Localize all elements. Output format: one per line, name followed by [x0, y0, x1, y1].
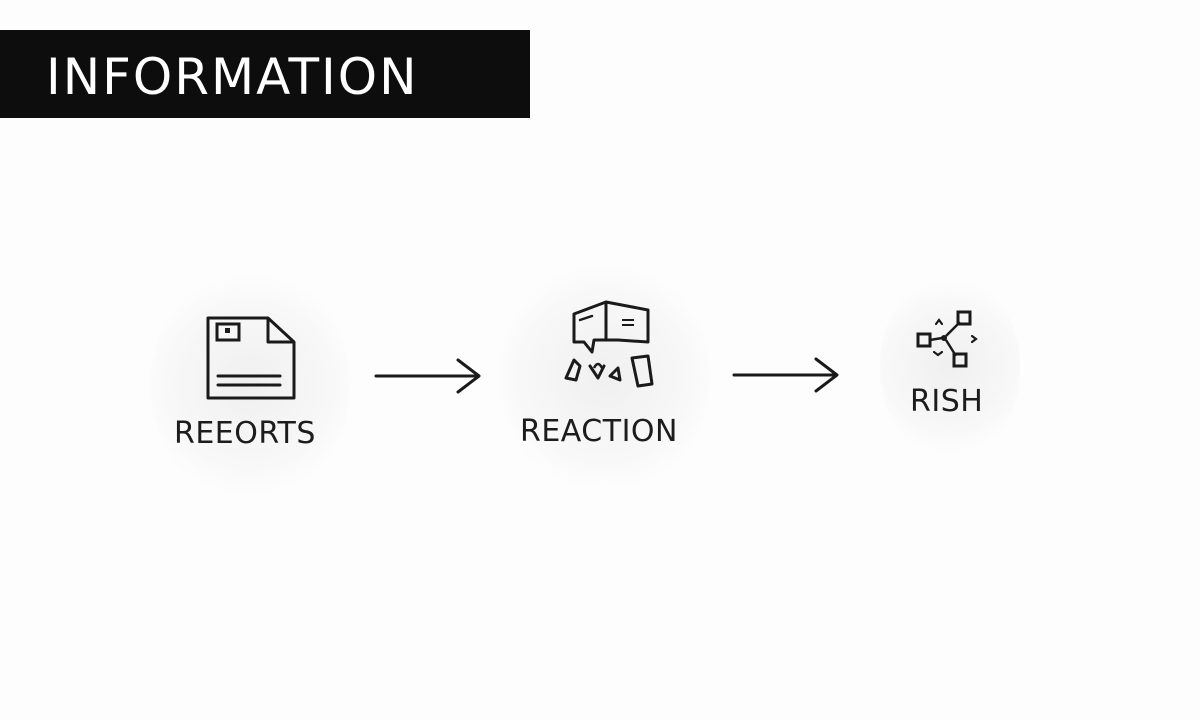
arrow-right-icon [374, 358, 481, 394]
node-label-risk: RISH [910, 384, 984, 419]
node-glow-risk [880, 272, 1020, 462]
node-label-reaction: REACTION [520, 414, 678, 449]
title-banner: INFORMATION [0, 30, 530, 118]
network-nodes-icon [916, 310, 978, 368]
node-glow-reaction [500, 262, 710, 492]
page-title: INFORMATION [46, 48, 419, 106]
speech-bubbles-icon [564, 300, 654, 388]
arrow-right-icon [732, 357, 839, 393]
document-icon [206, 316, 296, 400]
node-label-reports: REEORTS [174, 416, 316, 451]
